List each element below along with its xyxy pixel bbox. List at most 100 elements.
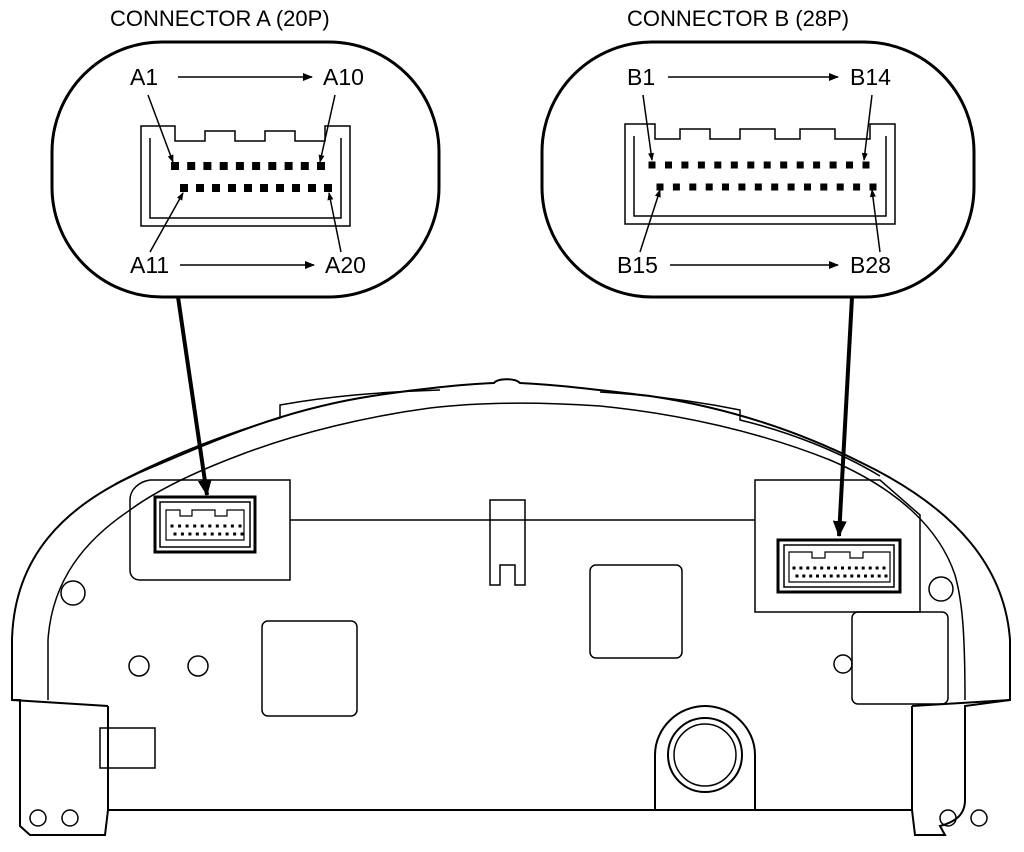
foot-hole-3: [939, 809, 957, 827]
pin-b-small-top: [792, 566, 796, 570]
pin-a-top: [268, 162, 277, 170]
pin-a-small-top: [215, 524, 219, 528]
hole-right: [833, 654, 853, 674]
pin-a-bottom: [276, 184, 284, 192]
pin-a-bottom: [308, 184, 316, 192]
pin-b-bottom: [722, 183, 729, 191]
pin-a-top: [300, 162, 309, 170]
label-b15: B15: [617, 252, 658, 278]
small-label-pad: [99, 727, 156, 769]
connector-b-boss: [754, 479, 921, 613]
pin-b-top: [763, 161, 771, 169]
pin-b-bottom: [820, 183, 828, 191]
pin-b-small-bottom: [843, 574, 847, 578]
pin-a-small-top: [223, 524, 227, 528]
pin-b-small-top: [841, 566, 844, 570]
foot-hole-2: [61, 809, 79, 827]
screw-hole-right: [928, 576, 954, 602]
pin-a-small-bottom: [173, 532, 177, 536]
label-b14: B14: [850, 64, 891, 90]
pin-b-top: [846, 161, 853, 169]
pin-b-bottom: [853, 183, 861, 191]
leader-arrow-a: [176, 296, 212, 496]
pin-b-bottom: [836, 183, 844, 191]
pin-a-top: [219, 162, 228, 170]
connector-b-face: [624, 123, 896, 225]
connector-a-small-pins: [170, 524, 244, 536]
label-a20: A20: [325, 252, 366, 278]
hole-left-1: [128, 655, 150, 677]
pin-a-small-bottom: [195, 532, 199, 536]
pin-a-top: [187, 162, 196, 170]
pin-b-small-top: [806, 566, 810, 570]
housing-right-foot-line: [911, 699, 1011, 707]
leader-arrow-b: [832, 296, 854, 537]
center-latch: [489, 499, 526, 586]
pin-b-small-bottom: [829, 574, 833, 578]
pin-b-small-top: [854, 566, 858, 570]
center-round-boss-inner: [673, 723, 737, 787]
pin-b-small-top: [868, 566, 872, 570]
pin-b-top: [796, 161, 804, 169]
connector-a-on-housing: [153, 495, 257, 554]
pin-b-small-top: [861, 566, 865, 570]
label-a1: A1: [130, 64, 158, 90]
connector-b-small-pins: [792, 566, 888, 578]
label-b28: B28: [850, 252, 891, 278]
pin-b-top: [714, 161, 722, 169]
pin-b-small-top: [799, 566, 803, 570]
pin-a-bottom: [212, 184, 220, 192]
pin-a-bottom: [292, 184, 300, 192]
pin-b-top: [813, 161, 821, 169]
gauge-housing: [11, 378, 1011, 836]
pin-b-small-bottom: [795, 574, 799, 578]
connector-a-title: CONNECTOR A (20P): [110, 6, 330, 31]
pin-a-top: [203, 162, 212, 170]
housing-left-foot-line: [11, 699, 109, 707]
pin-b-top: [862, 161, 870, 169]
pin-a-bottom: [180, 184, 188, 192]
housing-upper-rim: [114, 389, 881, 485]
connector-b-on-housing: [776, 538, 902, 594]
foot-hole-4: [970, 809, 988, 827]
pin-b-small-top: [813, 566, 817, 570]
center-round-boss: [654, 704, 756, 810]
pin-a-small-bottom: [218, 532, 222, 536]
center-pad: [589, 564, 683, 659]
pin-a-small-top: [200, 524, 204, 528]
pin-b-small-top: [847, 566, 851, 570]
connector-a-boss: [129, 479, 291, 581]
pin-b-top: [730, 161, 738, 169]
pin-a-bottom: [260, 184, 268, 192]
pin-a-small-top: [238, 524, 242, 528]
pin-a-top: [252, 162, 261, 170]
pin-b-bottom: [689, 183, 697, 191]
pin-b-top: [747, 161, 755, 169]
pin-a-small-bottom: [225, 532, 229, 536]
pin-b-small-bottom: [864, 574, 867, 578]
connector-b-arrows: [639, 73, 881, 269]
pin-b-small-bottom: [857, 574, 861, 578]
pin-b-top: [681, 161, 689, 169]
pin-b-small-bottom: [822, 574, 826, 578]
left-pad: [261, 620, 358, 717]
housing-outline: [11, 378, 1011, 836]
pin-b-small-top: [834, 566, 837, 570]
connector-b-face-pins: [648, 161, 877, 191]
pin-b-bottom: [656, 183, 664, 191]
pin-a-bottom: [324, 184, 332, 192]
pin-a-bottom: [244, 184, 252, 192]
pin-a-bottom: [196, 184, 204, 192]
label-a11: A11: [130, 252, 169, 278]
foot-hole-1: [29, 809, 47, 827]
pin-b-small-top: [827, 566, 831, 570]
connector-a-face: [140, 125, 351, 227]
pin-a-small-top: [185, 524, 189, 528]
pin-b-bottom: [738, 183, 746, 191]
right-pad: [851, 611, 949, 705]
pin-a-top: [317, 162, 325, 170]
pin-a-small-bottom: [188, 532, 192, 536]
pin-a-small-bottom: [233, 532, 237, 536]
pin-a-small-top: [193, 524, 197, 528]
